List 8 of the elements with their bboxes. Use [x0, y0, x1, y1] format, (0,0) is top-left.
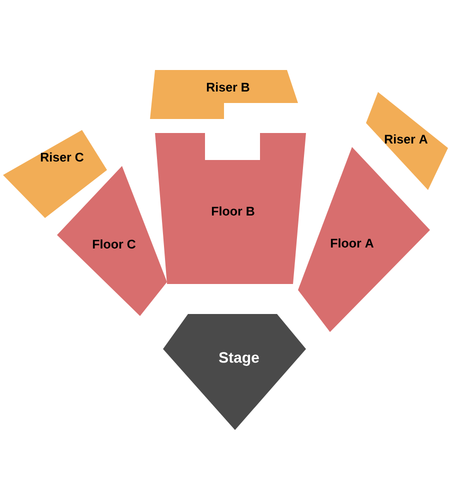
node-label: Floor C: [92, 239, 136, 249]
riser-section: Riser C: [3, 130, 107, 218]
floor-section: Floor A: [298, 147, 430, 332]
riser-section: Riser B: [150, 70, 298, 119]
floor-section: Floor B: [155, 133, 306, 284]
riser-section: Riser A: [366, 92, 448, 190]
stage: Stage: [163, 314, 306, 430]
floor-section: Floor C: [57, 166, 167, 316]
